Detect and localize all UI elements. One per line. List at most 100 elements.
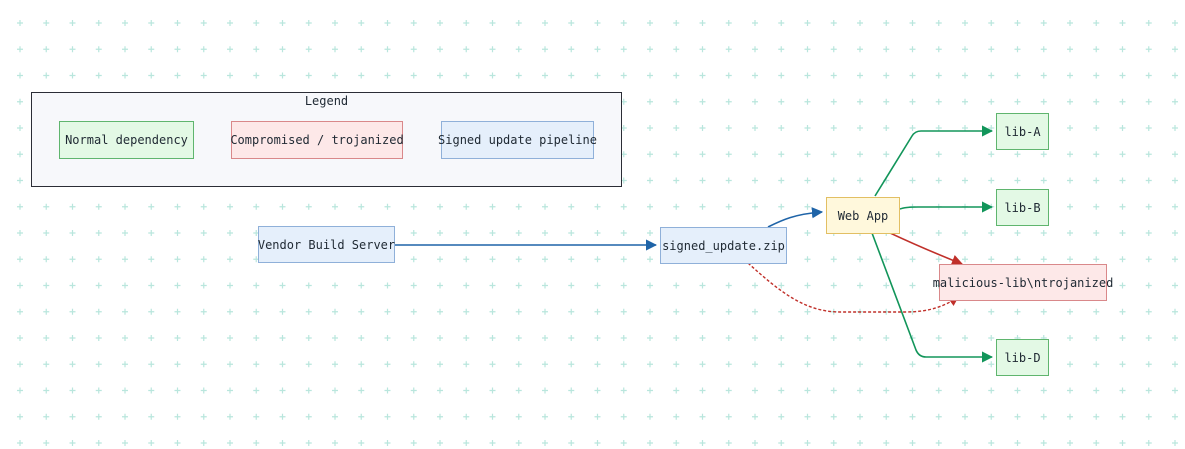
grid-plus [332,440,338,446]
grid-plus [1172,256,1178,263]
grid-plus [673,440,680,446]
grid-plus [647,125,653,131]
grid-plus [489,256,496,263]
grid-plus [437,256,443,263]
grid-plus [384,308,391,315]
grid-plus [95,413,102,420]
grid-plus [909,72,916,79]
grid-plus [909,387,916,394]
grid-plus [384,335,391,341]
grid-plus [909,230,916,236]
grid-plus [647,151,653,158]
grid-plus [647,387,653,394]
grid-plus [988,308,995,315]
grid-plus [935,98,942,105]
grid-plus [95,282,102,289]
grid-plus [935,151,942,158]
grid-plus [725,98,732,105]
node-vendor-build-server[interactable]: Vendor Build Server [258,226,395,263]
grid-plus [1040,387,1047,394]
grid-plus [410,46,417,53]
grid-plus [673,20,680,26]
grid-plus [699,125,706,131]
grid-plus [1067,308,1073,315]
grid-plus [673,361,680,368]
grid-plus [1040,440,1047,446]
node-malicious-lib[interactable]: malicious-lib\ntrojanized [933,264,1113,301]
grid-plus [200,413,207,420]
grid-plus [95,203,102,210]
grid-plus [384,361,391,368]
grid-plus [647,440,653,446]
grid-plus [542,230,548,236]
edge-webapp-to-liba [874,125,994,197]
grid-plus [332,335,338,341]
grid-plus [253,20,260,26]
grid-plus [279,335,286,341]
grid-plus [1093,361,1100,368]
grid-plus [148,46,155,53]
legend-box: Legend Normal dependency Compromised / t… [31,92,622,187]
edge-update-to-webapp [767,207,824,228]
grid-plus [594,361,601,368]
grid-plus [909,440,916,446]
grid-plus [804,151,811,158]
grid-plus [174,46,181,53]
grid-plus [1145,361,1152,368]
grid-plus [778,413,785,420]
grid-plus [909,177,916,184]
node-signed-update-zip[interactable]: signed_update.zip [660,227,787,264]
grid-plus [778,151,785,158]
grid-plus [95,230,102,236]
grid-plus [752,72,758,79]
grid-plus [437,282,443,289]
grid-plus [962,20,968,26]
grid-plus [1119,230,1126,236]
node-lib-a[interactable]: lib-A [996,113,1049,150]
grid-plus [962,308,968,315]
grid-plus [804,72,811,79]
grid-plus [699,308,706,315]
grid-plus [1093,203,1100,210]
grid-plus [17,125,23,131]
node-web-app[interactable]: Web App [826,197,900,234]
grid-plus [437,20,443,26]
grid-plus [935,177,942,184]
grid-plus [778,387,785,394]
grid-plus [279,20,286,26]
grid-plus [515,308,522,315]
grid-plus [1119,46,1126,53]
grid-plus [1093,413,1100,420]
grid-plus [305,72,312,79]
grid-plus [1067,256,1073,263]
grid-plus [1172,98,1178,105]
grid-plus [17,98,23,105]
grid-plus [515,413,522,420]
grid-plus [673,72,680,79]
grid-plus [227,230,233,236]
grid-plus [1067,361,1073,368]
node-lib-b[interactable]: lib-B [996,189,1049,226]
grid-plus [17,413,23,420]
grid-plus [1172,335,1178,341]
grid-plus [1145,177,1152,184]
grid-plus [830,46,837,53]
grid-plus [909,125,916,131]
grid-plus [122,20,128,26]
grid-plus [463,308,470,315]
grid-plus [1040,46,1047,53]
grid-plus [988,335,995,341]
grid-plus [122,308,128,315]
grid-plus [358,413,365,420]
grid-plus [437,203,443,210]
grid-plus [568,387,575,394]
grid-plus [778,361,785,368]
grid-plus [857,361,863,368]
grid-plus [1040,98,1047,105]
node-lib-d[interactable]: lib-D [996,339,1049,376]
grid-plus [122,413,128,420]
grid-plus [1145,151,1152,158]
grid-plus [463,230,470,236]
grid-plus [305,413,312,420]
grid-plus [253,72,260,79]
